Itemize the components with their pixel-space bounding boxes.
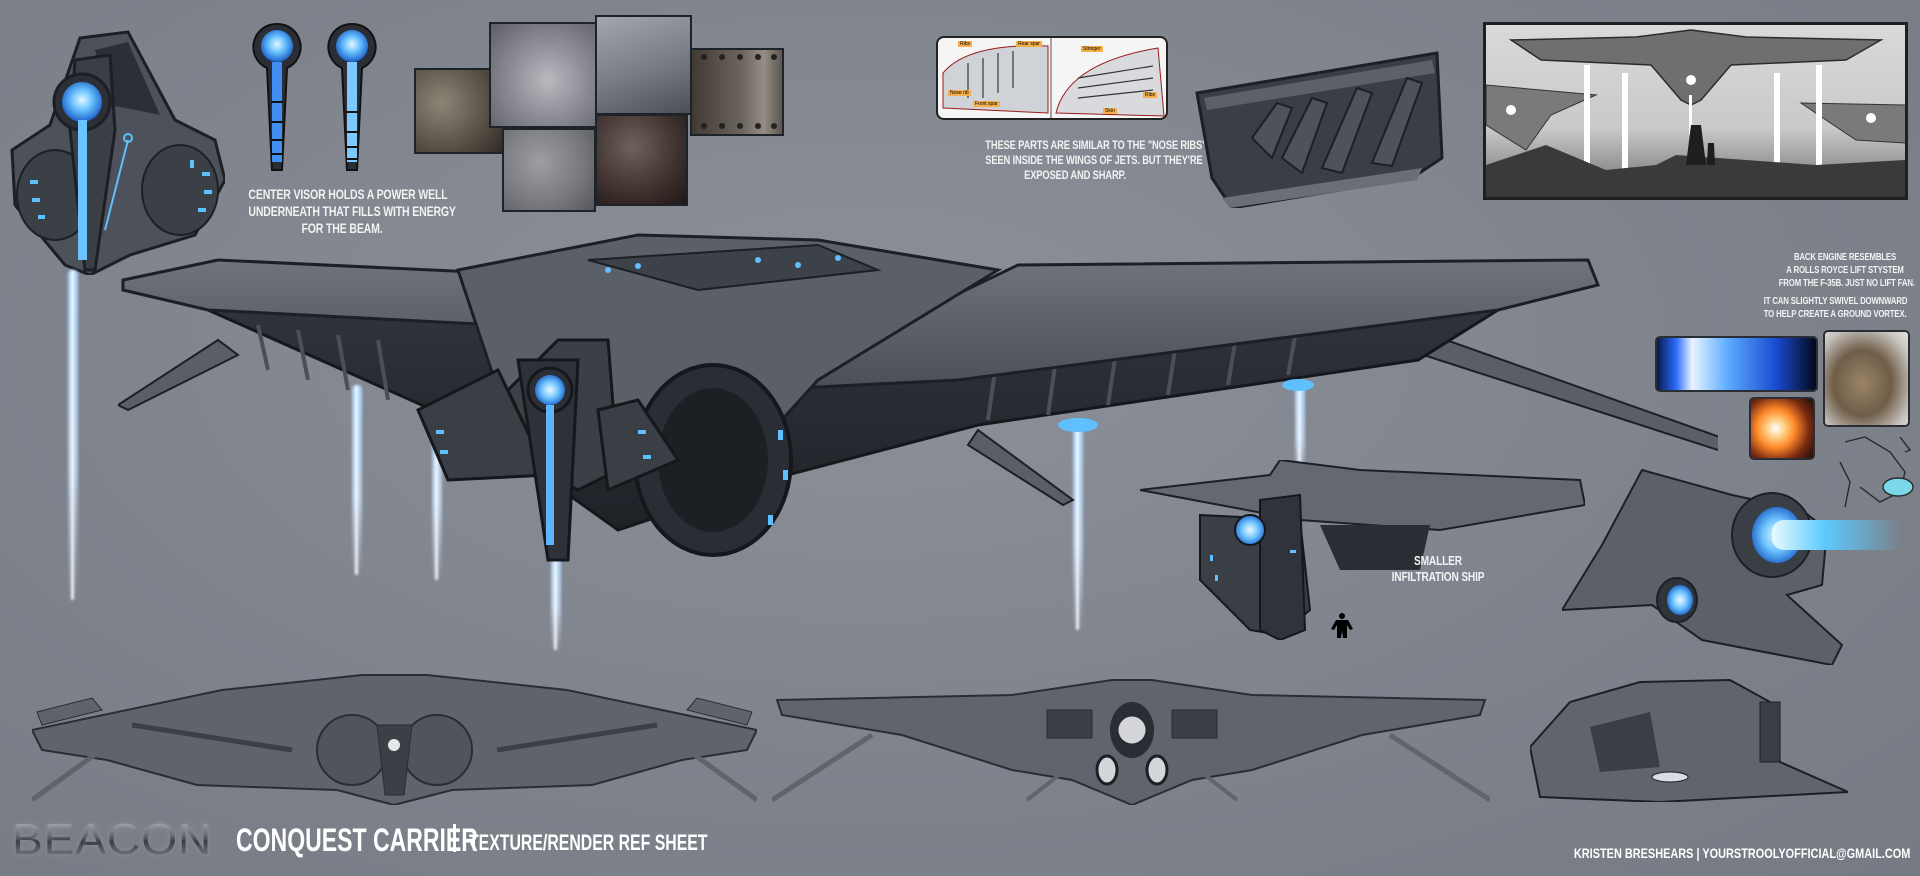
tractor-beam	[352, 385, 362, 575]
tractor-beam	[1073, 420, 1083, 630]
wing-label: Skin	[1103, 108, 1117, 114]
wing-label: Ribs	[958, 41, 973, 47]
engine-swivel-sketch	[1830, 432, 1915, 512]
engine-note: BACK ENGINE RESEMBLES A ROLLS ROYCE LIFT…	[1778, 252, 1915, 289]
tractor-beam	[68, 270, 78, 600]
engine-photo-f35-lift-system	[1823, 330, 1910, 427]
visor-diagram-2	[327, 22, 377, 172]
visor-note: CENTER VISOR HOLDS A POWER WELL UNDERNEA…	[248, 187, 456, 236]
title-separator	[453, 824, 456, 852]
tractor-beam	[1295, 380, 1305, 480]
orthographic-front-view	[30, 670, 759, 807]
wing-label: Ribs	[1143, 92, 1158, 98]
artist-credit: KRISTEN BRESHEARS | YOURSTROOLYOFFICIAL@…	[1573, 845, 1910, 861]
visor-closeup-illustration	[10, 30, 227, 277]
visor-diagram-1	[252, 22, 302, 172]
human-scale-figure	[1330, 613, 1354, 639]
texture-swatch	[690, 48, 784, 136]
wing-label: Stringer	[1081, 46, 1103, 52]
texture-swatch	[595, 15, 692, 115]
tractor-beam	[432, 390, 442, 580]
nose-ribs-note: THESE PARTS ARE SIMILAR TO THE "NOSE RIB…	[985, 138, 1207, 182]
texture-swatch	[595, 114, 688, 206]
engine-photo-blue-exhaust	[1655, 336, 1818, 392]
texture-swatch	[502, 128, 596, 212]
wing-label: Front spar	[973, 101, 1000, 107]
nose-rib-part-illustration	[1192, 48, 1444, 210]
conquest-carrier-main-render	[115, 230, 1730, 590]
rear-engine-render	[1560, 465, 1902, 667]
texture-swatch	[489, 22, 597, 128]
tractor-beam	[551, 540, 561, 650]
wing-label: Rear spar	[1016, 41, 1042, 47]
engine-swivel-note: IT CAN SLIGHTLY SWIVEL DOWNWARD TO HELP …	[1763, 296, 1908, 320]
sheet-subtitle: TEXTURE/RENDER REF SHEET	[469, 830, 708, 855]
wing-label: Nose rib	[948, 90, 971, 96]
wing-structure-diagram: Ribs Rear spar Nose rib Front spar Strin…	[936, 36, 1168, 120]
concept-sketch-scene	[1483, 22, 1908, 200]
rear-engine-side-view	[1528, 672, 1849, 804]
infiltration-ship-render	[1139, 458, 1587, 642]
engine-photo-orange-afterburner	[1749, 397, 1815, 460]
beacon-logo: BEACON	[12, 814, 213, 864]
orthographic-rear-view	[770, 670, 1492, 807]
infiltration-note: SMALLER INFILTRATION SHIP	[1391, 553, 1485, 584]
sheet-title: CONQUEST CARRIER	[236, 822, 478, 858]
